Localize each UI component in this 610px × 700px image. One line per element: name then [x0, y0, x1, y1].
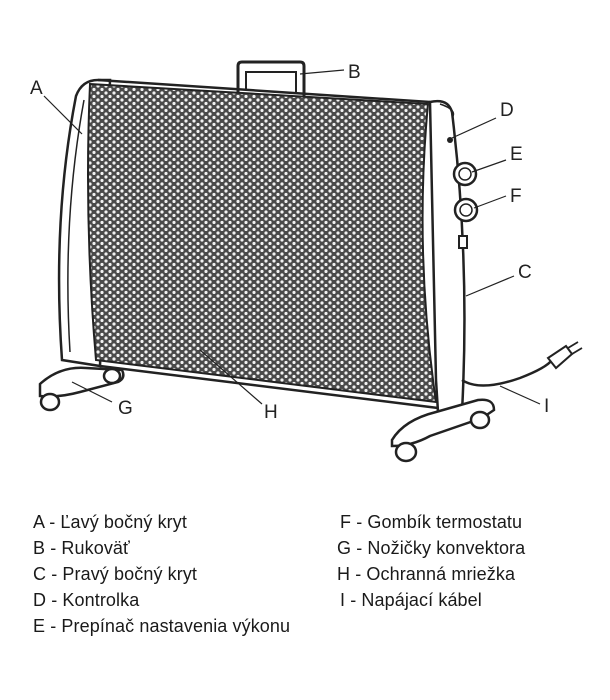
protective-grille: [87, 82, 438, 404]
right-side-cover: [428, 99, 466, 414]
callout-d: D: [500, 100, 514, 121]
thermostat-knob: [453, 197, 479, 223]
callout-e: E: [510, 144, 523, 165]
heater-diagram: A B D E F C G H I: [30, 60, 583, 463]
small-switch: [458, 235, 468, 249]
legend-item-i: I - Napájací kábel: [340, 590, 482, 610]
legend-item-c: C - Pravý bočný kryt: [33, 564, 198, 584]
leader-lines: [43, 69, 541, 405]
callout-h: H: [264, 402, 278, 423]
legend-item-a: A - Ľavý bočný kryt: [33, 512, 187, 532]
legend-item-g: G - Nožičky konvektora: [337, 538, 526, 558]
callout-c: C: [518, 262, 532, 283]
left-foot: [38, 366, 125, 412]
legend-item-h: H - Ochranná mriežka: [337, 564, 516, 584]
callout-g: G: [118, 398, 133, 419]
legend-item-f: F - Gombík termostatu: [340, 512, 523, 532]
power-switch-knob: [452, 161, 478, 187]
legend-item-d: D - Kontrolka: [33, 590, 140, 610]
right-foot: [390, 398, 496, 463]
handle: [236, 60, 306, 96]
callout-i: I: [544, 396, 549, 417]
indicator-light: [447, 137, 453, 143]
callout-a: A: [30, 78, 43, 99]
callout-f: F: [510, 186, 522, 207]
power-cable: [461, 341, 583, 387]
callout-b: B: [348, 62, 361, 83]
legend-item-e: E - Prepínač nastavenia výkonu: [33, 616, 291, 636]
legend-item-b: B - Rukoväť: [33, 538, 130, 558]
